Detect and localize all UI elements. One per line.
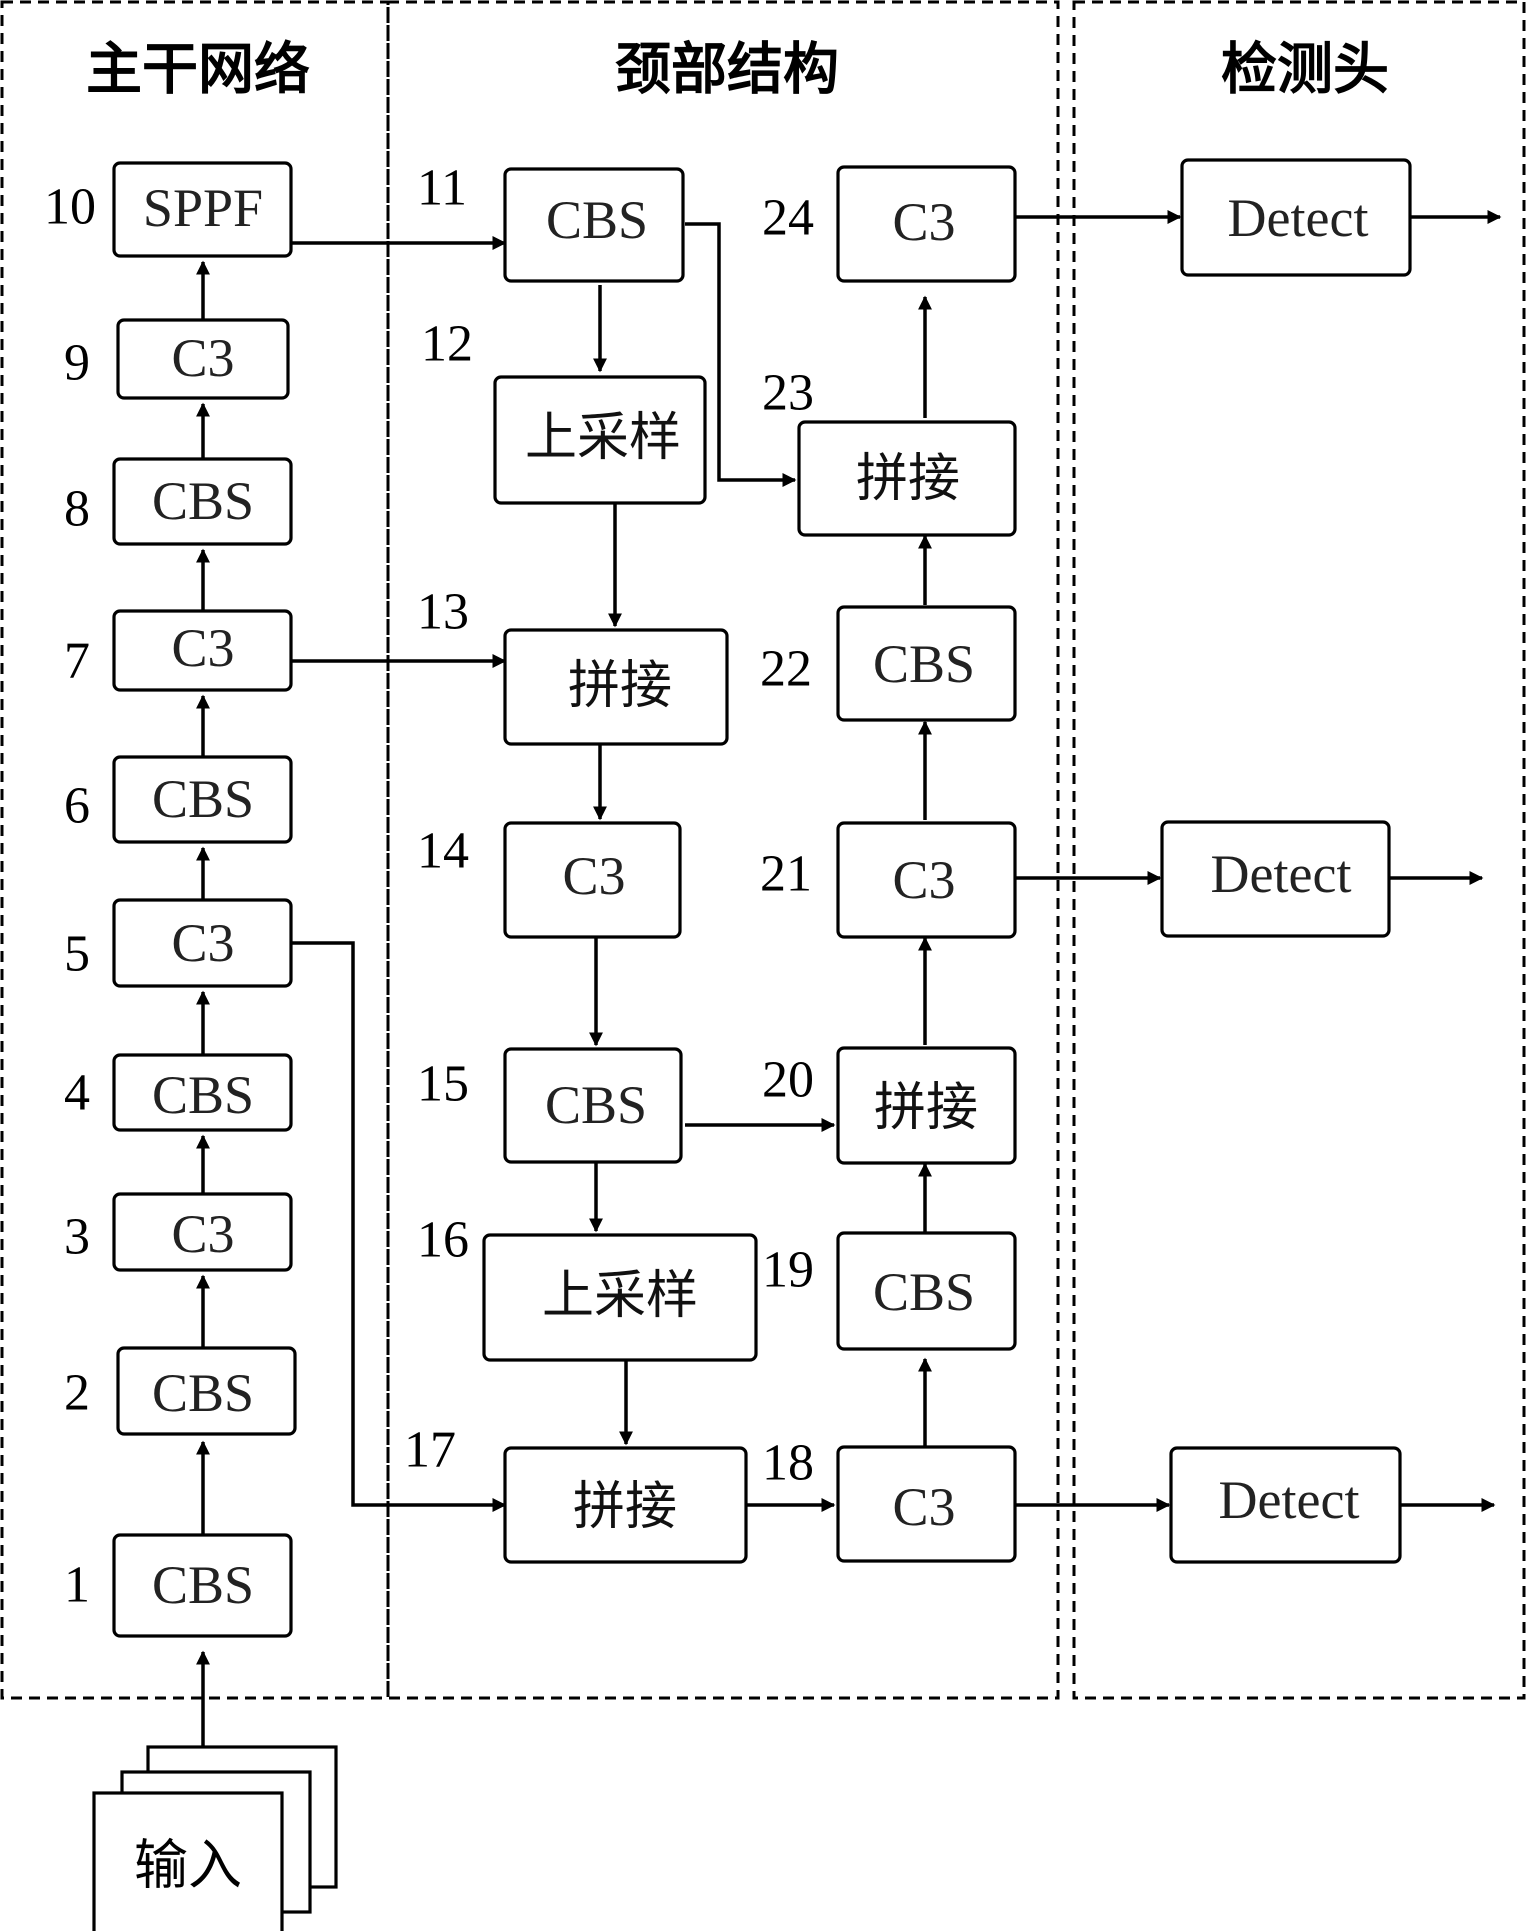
node-16-label: 上采样 [542,1266,698,1326]
node-11: CBS [503,167,685,283]
node-20-index: 20 [762,1052,814,1109]
node-19: CBS [836,1231,1017,1351]
node-1: CBS [112,1533,293,1638]
backbone-region: 主干网络 [0,0,390,1700]
node-9: C3 [116,318,290,400]
node-23-index: 23 [762,365,814,422]
node-8: CBS [112,457,293,546]
node-8-label: CBS [152,471,254,531]
node-8-index: 8 [64,481,90,538]
node-1-label: CBS [152,1555,254,1615]
node-21-index: 21 [760,846,812,903]
node-15-label: CBS [545,1075,647,1135]
node-7-label: C3 [171,618,234,678]
node-21-label: C3 [892,850,955,910]
node-3-label: C3 [171,1204,234,1264]
node-20-label: 拼接 [874,1078,978,1138]
node-13: 拼接 [503,628,729,746]
head-title: 检测头 [1221,38,1389,103]
node-11-index: 11 [417,160,467,217]
node-11-label: CBS [546,190,648,250]
node-12-index: 12 [421,316,473,373]
node-7: C3 [112,609,293,692]
node-22: CBS [836,605,1017,722]
node-14-label: C3 [562,846,625,906]
node-2: CBS [116,1346,297,1436]
detect-head-bottom: Detect [1169,1446,1402,1564]
head-region: 检测头 [1072,0,1526,1700]
node-18: C3 [836,1445,1017,1563]
detect-bottom-label: Detect [1219,1470,1360,1530]
node-20: 拼接 [836,1046,1017,1165]
input-label: 输入 [134,1834,242,1897]
node-2-label: CBS [152,1363,254,1423]
node-23-label: 拼接 [856,449,960,509]
node-4: CBS [112,1053,293,1132]
node-10-index: 10 [44,179,96,236]
node-16: 上采样 [482,1233,758,1362]
node-5: C3 [112,898,293,988]
node-2-index: 2 [64,1365,90,1422]
node-6: CBS [112,755,293,844]
node-19-label: CBS [873,1262,975,1322]
node-3: C3 [112,1192,293,1272]
node-6-label: CBS [152,769,254,829]
node-12-label: 上采样 [525,408,681,468]
node-21: C3 [836,821,1017,939]
node-13-index: 13 [417,584,469,641]
node-4-label: CBS [152,1065,254,1125]
node-24: C3 [836,165,1017,283]
node-9-index: 9 [64,335,90,392]
node-17-label: 拼接 [573,1477,677,1537]
node-5-label: C3 [171,913,234,973]
node-17: 拼接 [503,1446,748,1564]
backbone-title: 主干网络 [86,38,310,103]
node-18-label: C3 [892,1477,955,1537]
node-9-label: C3 [171,328,234,388]
node-24-index: 24 [762,190,814,247]
detect-head-top: Detect [1180,158,1412,277]
node-3-index: 3 [64,1209,90,1266]
node-14-index: 14 [417,823,469,880]
edge-11-23 [685,222,797,487]
detect-middle-label: Detect [1211,844,1352,904]
node-13-label: 拼接 [568,656,672,716]
node-12: 上采样 [493,375,707,505]
node-10-label: SPPF [143,178,263,238]
node-1-index: 1 [64,1557,90,1614]
detect-head-middle: Detect [1160,820,1391,938]
input-stack: 输入 [92,1745,338,1931]
detect-top-label: Detect [1228,188,1369,248]
edge-5-17 [292,941,507,1512]
node-22-label: CBS [873,634,975,694]
node-5-index: 5 [64,926,90,983]
node-15: CBS [503,1047,683,1164]
node-23: 拼接 [797,420,1017,537]
node-7-index: 7 [64,633,90,690]
node-14: C3 [503,821,682,939]
node-24-label: C3 [892,192,955,252]
node-19-index: 19 [762,1242,814,1299]
node-6-index: 6 [64,778,90,835]
node-18-index: 18 [762,1435,814,1492]
node-4-index: 4 [64,1065,90,1122]
node-17-index: 17 [404,1422,456,1479]
neck-region: 颈部结构 [386,0,1060,1700]
node-10: SPPF [112,161,293,258]
node-15-index: 15 [417,1056,469,1113]
neck-title: 颈部结构 [615,38,839,103]
node-16-index: 16 [417,1212,469,1269]
node-22-index: 22 [760,641,812,698]
